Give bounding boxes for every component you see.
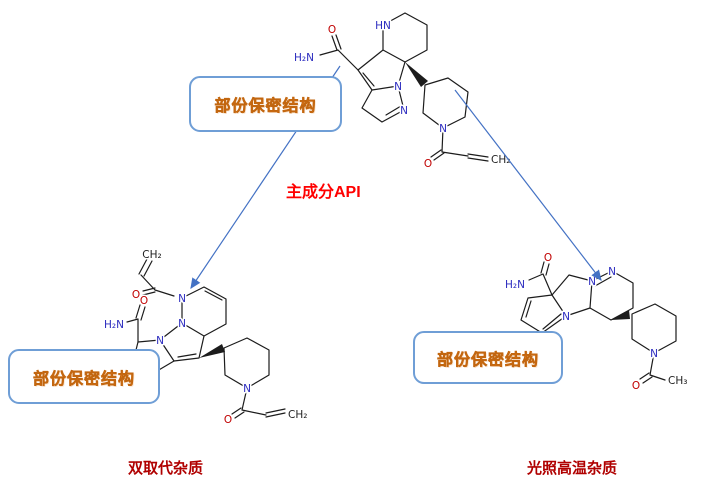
api-bonds: [319, 12, 489, 162]
atom-n-label: N: [439, 123, 447, 135]
atom-n-label: N: [400, 105, 408, 117]
atom-o-label: O: [632, 380, 640, 392]
atom-n-label: N: [243, 383, 251, 395]
atom-o-label: O: [132, 289, 140, 301]
callout-left-text: 部份保密结构: [32, 370, 135, 388]
atom-h2n-label: H₂N: [505, 279, 525, 291]
callout-right: 部份保密结构: [413, 331, 563, 384]
disubstituted-impurity-structure: CH₂ O N N N O H₂N N O CH₂: [103, 248, 309, 428]
atom-hn-label: HN: [375, 20, 391, 32]
left-impurity-label: 双取代杂质: [128, 460, 204, 477]
callout-top: 部份保密结构: [189, 76, 342, 132]
atom-n-label: N: [156, 335, 164, 347]
atom-ch2-label: CH₂: [491, 154, 510, 166]
atom-o-label: O: [140, 295, 148, 307]
atom-ch3-label: CH₃: [668, 375, 687, 387]
right-atom-labels: N N N O H₂N N O CH₃: [504, 251, 689, 394]
right-impurity-label: 光照高温杂质: [527, 460, 618, 477]
atom-o-label: O: [424, 158, 432, 170]
atom-n-label: N: [562, 311, 570, 323]
atom-n-label: N: [178, 318, 186, 330]
atom-n-label: N: [650, 348, 658, 360]
callout-right-text: 部份保密结构: [436, 351, 539, 369]
atom-n-label: N: [588, 276, 596, 288]
atom-ch2-label: CH₂: [288, 409, 307, 421]
atom-ch2-label: CH₂: [142, 249, 161, 261]
callout-top-text: 部份保密结构: [214, 98, 317, 116]
atom-n-label: N: [178, 293, 186, 305]
atom-n-label: N: [394, 81, 402, 93]
atom-h2n-label: H₂N: [294, 52, 314, 64]
atom-o-label: O: [224, 414, 232, 426]
atom-o-label: O: [544, 252, 552, 264]
atom-o-label: O: [328, 24, 336, 36]
callout-left: 部份保密结构: [8, 349, 160, 404]
atom-n-label: N: [608, 266, 616, 278]
left-atom-labels: CH₂ O N N N O H₂N N O CH₂: [103, 248, 309, 428]
api-label: 主成分API: [286, 184, 361, 201]
atom-h2n-label: H₂N: [104, 319, 124, 331]
